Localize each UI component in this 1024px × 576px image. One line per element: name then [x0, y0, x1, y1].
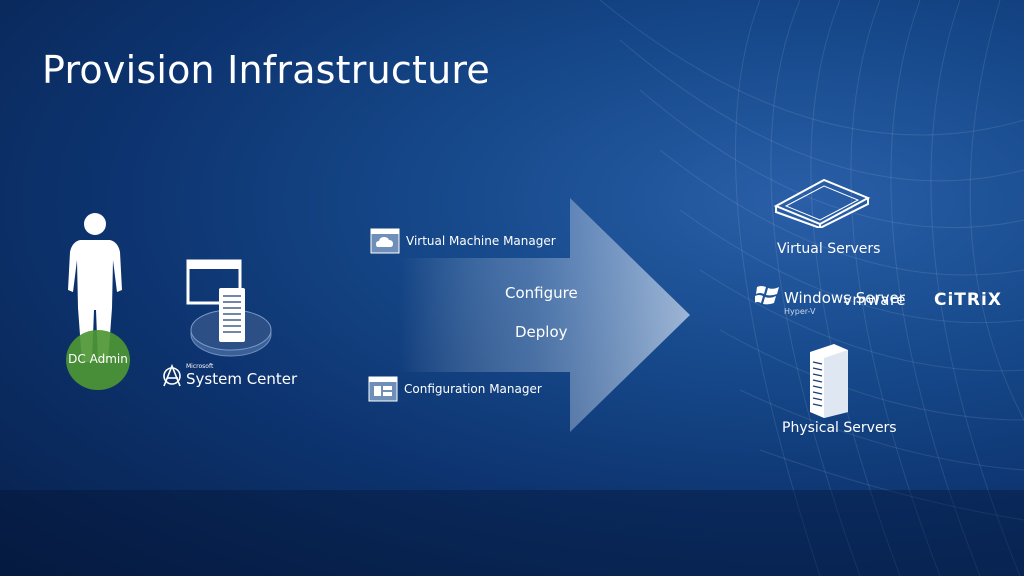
config-window-icon: [368, 376, 398, 402]
physical-server-icon: [810, 344, 848, 418]
process-arrow: [400, 198, 690, 432]
windows-server-logo-text: Windows Server: [784, 289, 905, 307]
dc-admin-badge: DC Admin: [66, 330, 130, 390]
tool-configmgr-label: Configuration Manager: [404, 382, 542, 396]
citrix-logo-text: CiTRiX: [934, 290, 1002, 310]
virtual-server-outline-icon: [773, 178, 871, 228]
dc-admin-label: DC Admin: [68, 352, 128, 366]
tool-vmm-label: Virtual Machine Manager: [406, 234, 556, 248]
virtual-servers-label: Virtual Servers: [777, 241, 881, 257]
tool-virtual-machine-manager: Virtual Machine Manager: [370, 228, 556, 254]
system-center-brand-name: System Center: [186, 370, 298, 388]
action-configure: Configure: [505, 284, 578, 302]
slide-title: Provision Infrastructure: [42, 48, 490, 92]
action-deploy: Deploy: [515, 323, 568, 341]
hyper-v-logo-text: Hyper-V: [784, 307, 816, 316]
windows-flag-icon: [755, 286, 779, 305]
physical-servers-label: Physical Servers: [782, 420, 897, 436]
system-center-brand-small: Microsoft: [186, 363, 214, 370]
cloud-window-icon: [370, 228, 400, 254]
tool-configuration-manager: Configuration Manager: [368, 376, 542, 402]
vmware-logo-text: vmware: [843, 291, 907, 309]
system-center-logo-icon: [163, 363, 181, 387]
server-console-icon: [186, 259, 272, 357]
